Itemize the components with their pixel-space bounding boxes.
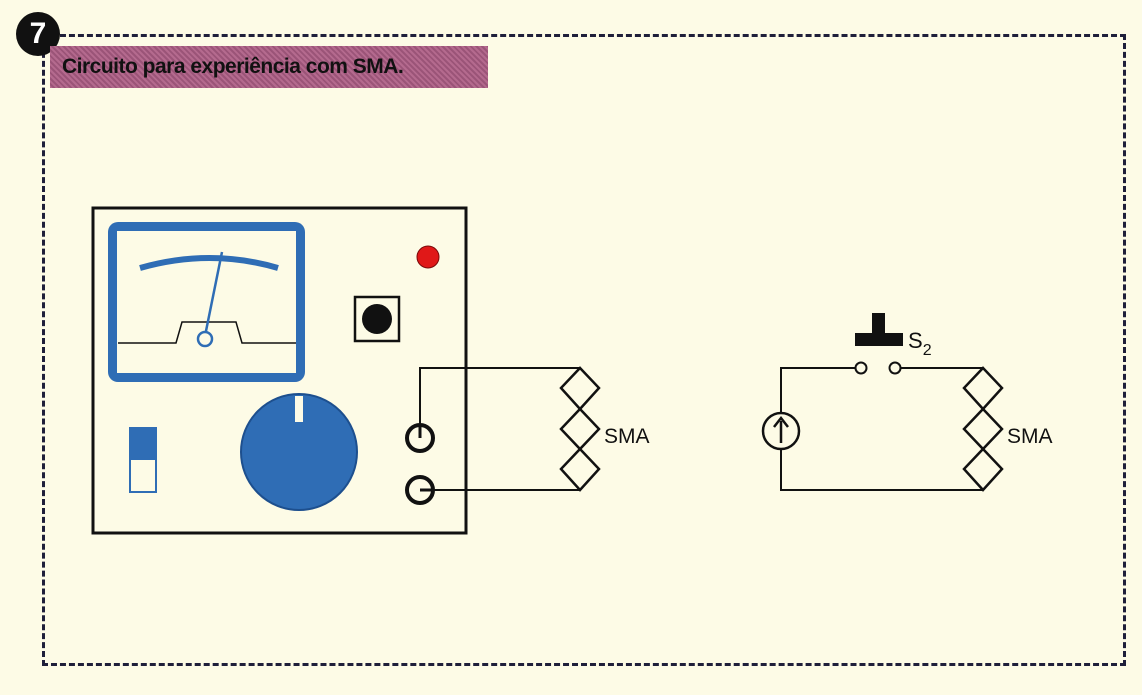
sma-element-left — [559, 366, 601, 492]
push-switch-s2 — [854, 313, 903, 375]
indicator-light — [416, 245, 440, 269]
sma-element-right — [962, 366, 1004, 492]
analog-meter — [108, 222, 305, 382]
toggle-switch[interactable] — [129, 427, 157, 493]
figure-frame — [42, 34, 1126, 666]
meter-face — [117, 231, 296, 373]
current-source-symbol — [761, 411, 801, 451]
meter-scale — [139, 255, 279, 271]
left-wires — [419, 367, 580, 491]
meter-pivot — [196, 330, 214, 348]
meter-needle — [203, 251, 224, 337]
schematic-wires — [780, 367, 983, 491]
power-supply-unit — [91, 206, 468, 535]
sma-label-right: SMA — [1007, 425, 1053, 448]
terminal-negative[interactable] — [405, 475, 435, 505]
sma-label-left: SMA — [604, 425, 650, 448]
figure-caption: Circuito para experiência com SMA. — [50, 46, 488, 88]
control-knob[interactable] — [240, 393, 358, 511]
terminal-positive[interactable] — [405, 423, 435, 453]
switch-label: S2 — [908, 328, 932, 359]
push-button[interactable] — [353, 295, 401, 343]
